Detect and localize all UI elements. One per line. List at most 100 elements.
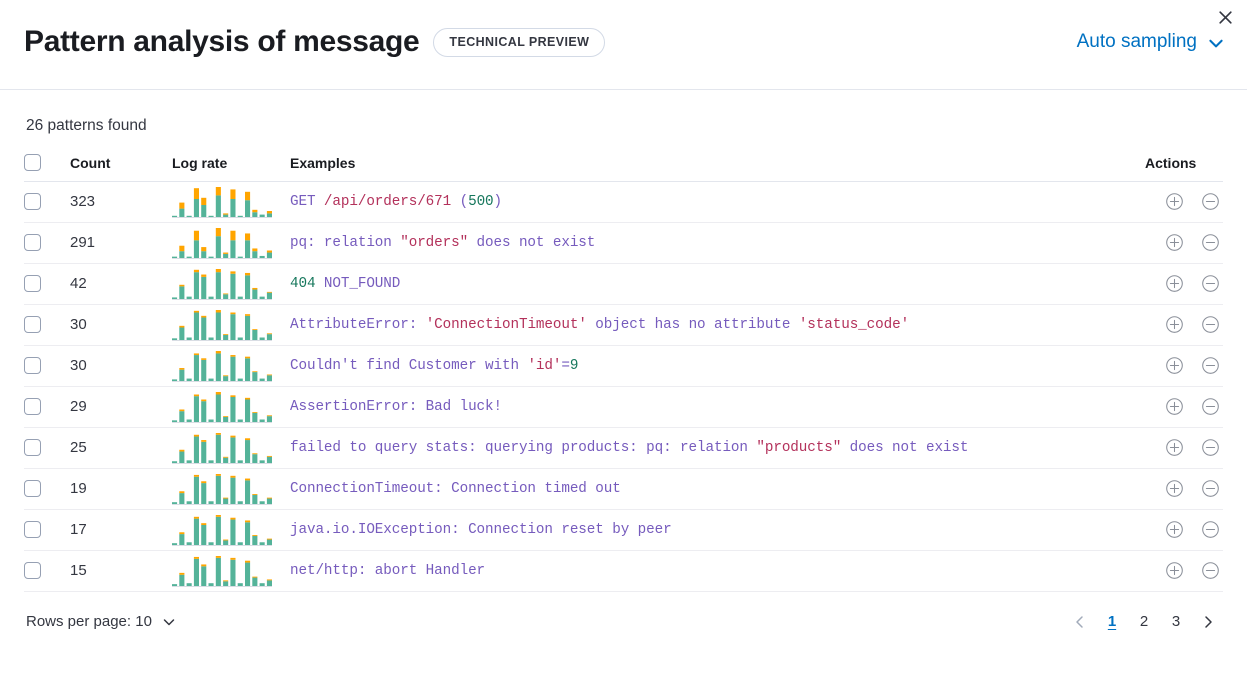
circle-plus-icon[interactable] <box>1164 397 1184 417</box>
actions-cell <box>1145 345 1223 387</box>
example-token: java.io.IOException: Connection reset by… <box>290 521 672 538</box>
actions-cell <box>1145 509 1223 551</box>
chevron-down-icon <box>1207 34 1223 50</box>
row-checkbox[interactable] <box>24 316 41 334</box>
count-value: 323 <box>70 192 96 210</box>
row-checkbox[interactable] <box>24 398 41 416</box>
log-rate-cell <box>172 263 290 305</box>
count-value: 15 <box>70 561 87 579</box>
table-row[interactable]: 25 failed to query stats: querying produc… <box>24 427 1223 469</box>
circle-minus-icon[interactable] <box>1200 315 1220 335</box>
example-token: 404 <box>290 275 316 292</box>
row-select-cell <box>24 345 70 387</box>
example-text: java.io.IOException: Connection reset by… <box>290 522 1145 538</box>
actions-cell <box>1145 427 1223 469</box>
example-token: does not exist <box>841 439 969 456</box>
example-cell: AssertionError: Bad luck! <box>290 386 1145 428</box>
log-rate-cell <box>172 345 290 387</box>
example-token: AttributeError: <box>290 316 426 333</box>
row-checkbox[interactable] <box>24 480 41 498</box>
circle-plus-icon[interactable] <box>1164 274 1184 294</box>
circle-plus-icon[interactable] <box>1164 356 1184 376</box>
circle-minus-icon[interactable] <box>1200 192 1220 212</box>
example-token: does not exist <box>468 234 596 251</box>
auto-sampling-dropdown[interactable]: Auto sampling <box>1077 31 1223 53</box>
log-rate-sparkline <box>172 513 290 547</box>
table-header: Count Log rate Examples Actions <box>24 153 1223 182</box>
count-value: 29 <box>70 397 87 415</box>
log-rate-header[interactable]: Log rate <box>172 153 290 182</box>
example-token: 9 <box>569 357 579 374</box>
row-checkbox[interactable] <box>24 521 41 539</box>
circle-minus-icon[interactable] <box>1200 274 1220 294</box>
log-rate-cell <box>172 509 290 551</box>
chevron-left-icon[interactable] <box>1067 608 1093 636</box>
table-row[interactable]: 323 GET /api/orders/671 (500) <box>24 181 1223 223</box>
circle-plus-icon[interactable] <box>1164 561 1184 581</box>
count-value: 291 <box>70 233 96 251</box>
example-token: AssertionError: Bad luck! <box>290 398 502 415</box>
log-rate-cell <box>172 427 290 469</box>
example-token: "products" <box>756 439 842 456</box>
circle-plus-icon[interactable] <box>1164 192 1184 212</box>
row-checkbox[interactable] <box>24 439 41 457</box>
circle-plus-icon[interactable] <box>1164 479 1184 499</box>
circle-minus-icon[interactable] <box>1200 438 1220 458</box>
row-select-cell <box>24 386 70 428</box>
circle-plus-icon[interactable] <box>1164 438 1184 458</box>
row-checkbox[interactable] <box>24 357 41 375</box>
count-value: 19 <box>70 479 87 497</box>
circle-minus-icon[interactable] <box>1200 561 1220 581</box>
examples-header[interactable]: Examples <box>290 153 1145 182</box>
log-rate-cell <box>172 304 290 346</box>
row-checkbox[interactable] <box>24 562 41 580</box>
count-cell: 323 <box>70 181 172 223</box>
chevron-right-icon[interactable] <box>1195 608 1221 636</box>
count-value: 25 <box>70 438 87 456</box>
row-select-cell <box>24 222 70 264</box>
circle-plus-icon[interactable] <box>1164 520 1184 540</box>
table-row[interactable]: 29 AssertionError: Bad luck! <box>24 386 1223 428</box>
pagination: 1 2 3 <box>1067 608 1223 636</box>
circle-minus-icon[interactable] <box>1200 233 1220 253</box>
pagination-page-3[interactable]: 3 <box>1171 613 1181 631</box>
row-checkbox[interactable] <box>24 193 41 211</box>
example-token: NOT_FOUND <box>315 275 401 292</box>
example-text: AttributeError: 'ConnectionTimeout' obje… <box>290 317 1145 333</box>
row-checkbox[interactable] <box>24 234 41 252</box>
count-header[interactable]: Count <box>70 153 172 182</box>
pagination-page-1[interactable]: 1 <box>1107 613 1117 631</box>
example-text: GET /api/orders/671 (500) <box>290 194 1145 210</box>
example-text: AssertionError: Bad luck! <box>290 399 1145 415</box>
log-rate-sparkline <box>172 554 290 588</box>
close-icon[interactable] <box>1212 4 1238 30</box>
circle-plus-icon[interactable] <box>1164 233 1184 253</box>
circle-minus-icon[interactable] <box>1200 397 1220 417</box>
circle-plus-icon[interactable] <box>1164 315 1184 335</box>
circle-minus-icon[interactable] <box>1200 479 1220 499</box>
example-token: object has no attribute <box>586 316 799 333</box>
circle-minus-icon[interactable] <box>1200 356 1220 376</box>
example-token: Couldn't find Customer with <box>290 357 528 374</box>
example-token: 'ConnectionTimeout' <box>425 316 587 333</box>
select-all-checkbox[interactable] <box>24 153 41 171</box>
auto-sampling-label: Auto sampling <box>1076 31 1197 52</box>
example-token: failed to query stats: querying products… <box>290 439 757 456</box>
table-row[interactable]: 42 404 NOT_FOUND <box>24 263 1223 305</box>
count-cell: 291 <box>70 222 172 264</box>
actions-header: Actions <box>1145 153 1223 182</box>
example-text: Couldn't find Customer with 'id'=9 <box>290 358 1145 374</box>
pagination-page-2[interactable]: 2 <box>1139 613 1149 631</box>
technical-preview-badge: TECHNICAL PREVIEW <box>433 27 606 57</box>
circle-minus-icon[interactable] <box>1200 520 1220 540</box>
rows-per-page-selector[interactable]: Rows per page: 10 <box>26 613 177 630</box>
count-cell: 42 <box>70 263 172 305</box>
row-checkbox[interactable] <box>24 275 41 293</box>
